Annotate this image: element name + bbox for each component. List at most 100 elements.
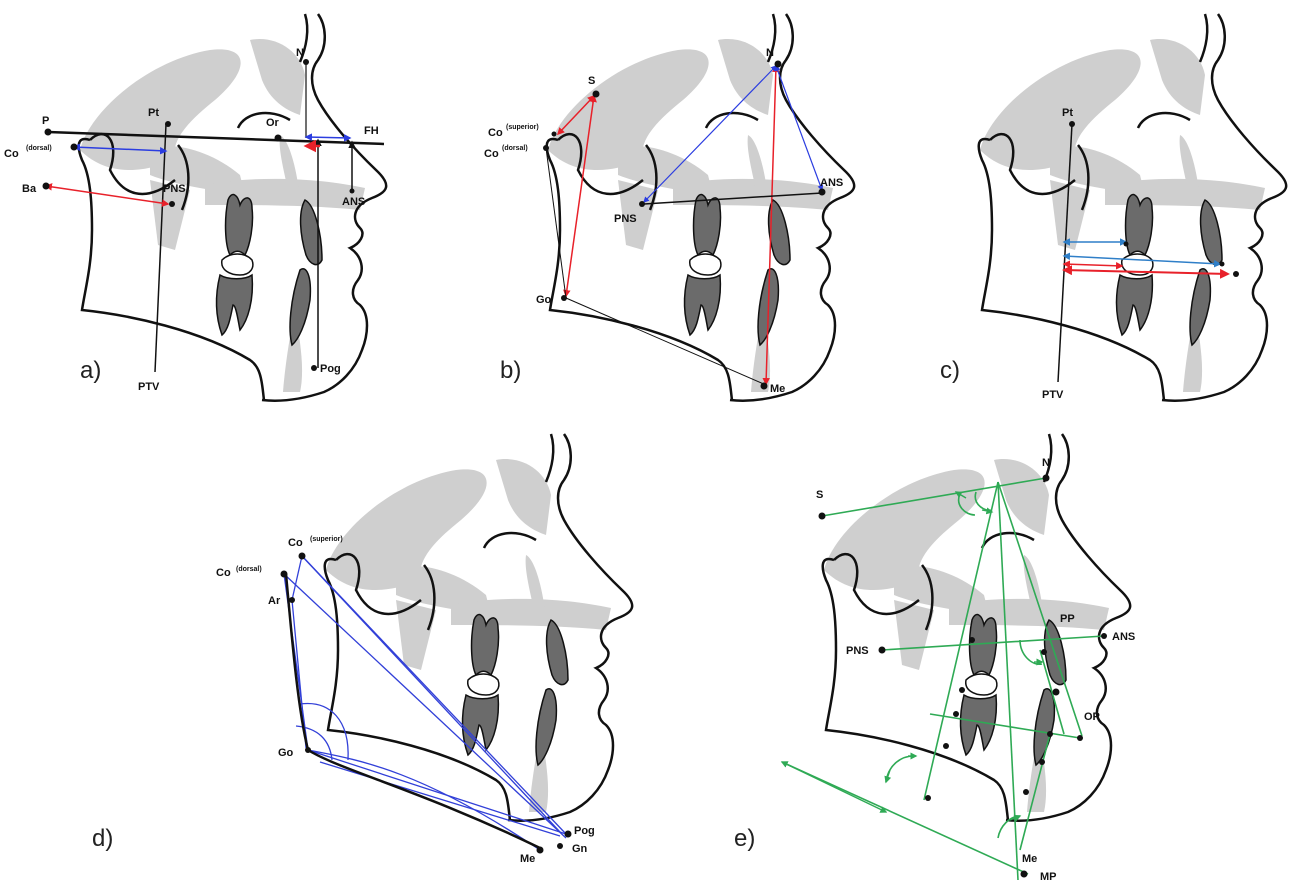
fh-blue-arrow (304, 133, 352, 142)
tooth-point-2 (959, 687, 965, 693)
axis-line-3 (997, 481, 1019, 881)
angle-arc-mp-1 (885, 755, 915, 783)
tooth-point-9 (1039, 759, 1045, 765)
label-pp: PP (1060, 613, 1075, 625)
panel-a: N P Pt Or FH Co (dorsal) Ba PNS ANS PTV … (4, 12, 388, 402)
label-mp: MP (1040, 871, 1057, 883)
label-me: Me (520, 853, 535, 865)
point-ar (289, 597, 295, 603)
point-n (303, 59, 309, 65)
label-co: Co (4, 148, 19, 160)
point-ans (818, 188, 826, 196)
point-upper-molar (1123, 241, 1129, 247)
label-co-dorsal-superscript: (dorsal) (502, 145, 528, 152)
point-pt (165, 121, 171, 127)
label-n: N (1042, 457, 1050, 469)
label-n: N (296, 47, 304, 59)
point-co-superior (551, 131, 557, 137)
angle-arc-pp (1019, 639, 1043, 665)
tooth-point-3 (953, 711, 959, 717)
tooth-point-10 (1023, 789, 1029, 795)
label-ans: ANS (342, 196, 365, 208)
point-me (536, 846, 544, 854)
sn-line (821, 477, 1047, 517)
co-pt-arrow (72, 143, 168, 155)
label-pog: Pog (574, 825, 595, 837)
pns-ans-line (643, 192, 823, 205)
skull-outline (545, 12, 856, 402)
label-or: Or (266, 117, 280, 129)
label-fh: FH (364, 125, 379, 137)
co-ar-line (291, 555, 303, 601)
skull-outline (821, 432, 1132, 822)
n-me-line-1 (923, 481, 999, 801)
panel-e: S N PP ANS PNS OP Me MP e) (734, 432, 1135, 883)
lower-incisor-arrow (1062, 265, 1230, 279)
point-co-dorsal (280, 570, 288, 578)
point-pt (1069, 121, 1075, 127)
point-pns (169, 201, 175, 207)
skull-outline (977, 12, 1288, 402)
label-co-superscript: (dorsal) (26, 145, 52, 152)
n-ans-arrow (774, 64, 824, 192)
label-co-superior: Co (488, 127, 503, 139)
lower-incisor-axis-line (1019, 733, 1051, 851)
angle-arc-mp-2 (997, 815, 1021, 839)
point-gn (557, 843, 563, 849)
panel-label-d: d) (92, 825, 113, 852)
label-pns: PNS (614, 213, 637, 225)
go-me-curve (307, 749, 541, 851)
label-pog: Pog (320, 363, 341, 375)
label-me: Me (1022, 853, 1037, 865)
panel-label-c: c) (940, 357, 960, 384)
mp-arrow-3 (1009, 814, 1022, 822)
label-co-dorsal: Co (216, 567, 231, 579)
label-ptv: PTV (1042, 389, 1064, 401)
point-op (1077, 735, 1083, 741)
sn-arrow-2 (981, 507, 994, 515)
panel-label-a: a) (80, 357, 101, 384)
gonial-angle-arc (299, 702, 349, 761)
label-go: Go (278, 747, 294, 759)
mp-scale-line (780, 761, 888, 813)
upper-incisor-arrow (1062, 252, 1222, 268)
label-pns: PNS (163, 183, 186, 195)
label-pt: Pt (148, 107, 159, 119)
label-gn: Gn (572, 843, 588, 855)
label-co-superior-superscript: (superior) (506, 124, 539, 131)
label-co-dorsal: Co (484, 148, 499, 160)
point-me (1020, 870, 1028, 878)
gonial-angle-arc-2 (295, 725, 333, 761)
panel-d: Co (superior) Co (dorsal) Ar Go Pog Gn M… (92, 432, 634, 865)
label-op: OP (1084, 711, 1100, 723)
op-line (929, 713, 1081, 739)
label-co-superior-superscript: (superior) (310, 536, 343, 543)
label-pns: PNS (846, 645, 869, 657)
label-go: Go (536, 294, 552, 306)
label-ans: ANS (820, 177, 843, 189)
point-lower-incisor (1233, 271, 1239, 277)
go-me-line (565, 297, 767, 386)
point-n (1042, 474, 1050, 482)
label-s: S (588, 75, 595, 87)
point-me (760, 382, 768, 390)
s-co-arrow (556, 94, 596, 136)
point-s (818, 512, 826, 520)
label-ar: Ar (268, 595, 281, 607)
co-pog-line-2 (301, 555, 561, 833)
tooth-point-8 (1047, 731, 1053, 737)
label-p: P (42, 115, 49, 127)
label-ba: Ba (22, 183, 37, 195)
point-pog (311, 365, 317, 371)
point-upper-incisor (1219, 261, 1225, 267)
point-co (70, 143, 78, 151)
point-ba (42, 182, 50, 190)
sn-arrow-1 (954, 491, 967, 499)
skull-outline (77, 12, 388, 402)
label-ans: ANS (1112, 631, 1135, 643)
skull-outline (323, 432, 634, 822)
tooth-point-4 (943, 743, 949, 749)
point-n (774, 60, 782, 68)
incisor-axis-line (1039, 649, 1065, 735)
label-co-dorsal-superscript: (dorsal) (236, 566, 262, 573)
